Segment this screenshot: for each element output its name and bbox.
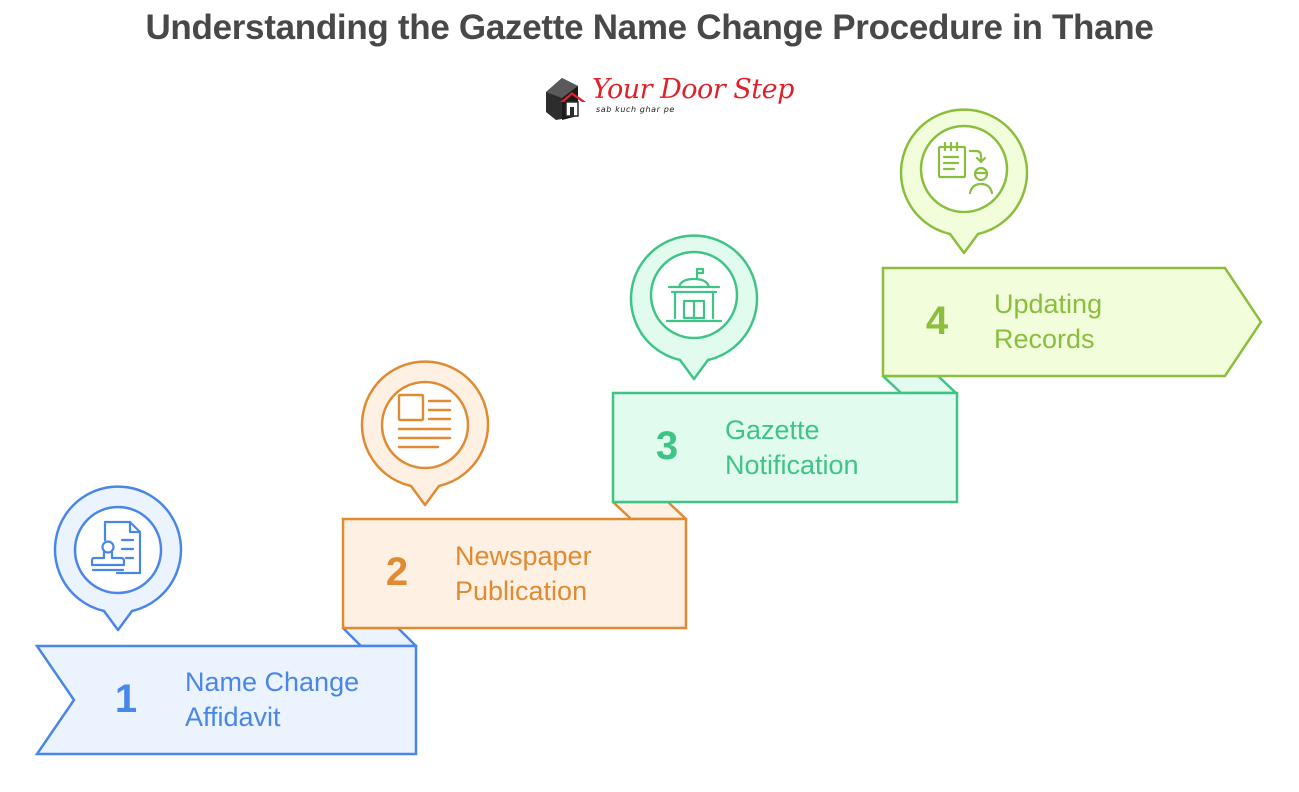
house-icon xyxy=(546,78,586,120)
step-4-pin xyxy=(899,108,1029,255)
step-1-box xyxy=(34,644,418,756)
connector-4-3 xyxy=(881,374,958,395)
step-2-label: Newspaper Publication xyxy=(455,539,592,609)
step-3-box xyxy=(611,391,959,504)
step-1-label: Name Change Affidavit xyxy=(185,665,359,735)
step-1-label-line2: Affidavit xyxy=(185,702,281,732)
step-4-label-line2: Records xyxy=(994,324,1095,354)
step-3-number: 3 xyxy=(655,424,679,468)
step-1-number: 1 xyxy=(114,677,138,721)
brand-name: Your Door Step xyxy=(592,74,794,105)
brand-logo: Your Door Step sab kuch ghar pe xyxy=(542,72,794,124)
step-3-label-line2: Notification xyxy=(725,450,859,480)
step-1-label-line1: Name Change xyxy=(185,667,360,697)
step-2-label-line2: Publication xyxy=(455,576,588,606)
record-update-person-icon xyxy=(937,141,994,195)
stamp-document-icon xyxy=(90,520,142,575)
step-2-pin xyxy=(360,360,490,507)
step-2-label-line1: Newspaper xyxy=(455,541,592,571)
step-4-box xyxy=(881,266,1263,378)
step-4-label: Updating Records xyxy=(994,287,1102,357)
step-2-box xyxy=(341,517,688,630)
step-1-pin xyxy=(53,485,183,632)
step-3-label-line1: Gazette xyxy=(725,415,820,445)
step-3-label: Gazette Notification xyxy=(725,413,859,483)
step-2-number: 2 xyxy=(385,550,409,594)
step-3-pin xyxy=(629,234,759,381)
connector-3-2 xyxy=(611,500,688,521)
government-building-icon xyxy=(665,267,723,323)
newspaper-icon xyxy=(397,393,452,449)
connector-2-1 xyxy=(341,626,418,648)
brand-tagline: sab kuch ghar pe xyxy=(596,105,675,114)
step-4-label-line1: Updating xyxy=(994,289,1103,319)
page-title: Understanding the Gazette Name Change Pr… xyxy=(145,8,1154,47)
step-4-number: 4 xyxy=(925,299,949,343)
